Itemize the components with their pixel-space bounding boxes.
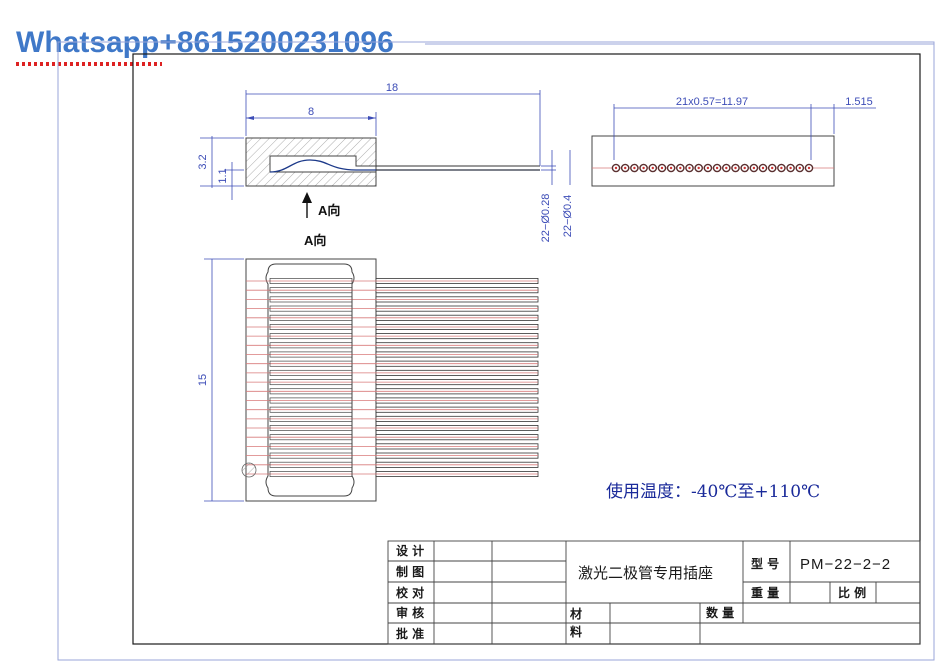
pin-center [725, 166, 728, 170]
wire-slot [269, 406, 353, 413]
temperature-note: 使用温度：-40℃至+110℃ [606, 481, 820, 502]
pin-center [743, 166, 746, 170]
tb-row-draft: 制 图 [396, 564, 424, 579]
pin-center [734, 166, 737, 170]
tb-row-review: 审 核 [396, 605, 424, 620]
wire-slot [269, 333, 353, 340]
pin-center [798, 166, 801, 170]
pin-center [633, 166, 636, 170]
pin-center [780, 166, 783, 170]
dim-total-length: 18 [386, 82, 398, 94]
pin-marker [241, 462, 257, 478]
pin-center [807, 166, 811, 170]
pin-center [660, 166, 664, 170]
pin-center [706, 166, 710, 170]
wire-slot [269, 471, 353, 477]
dim-width: 15 [197, 374, 209, 386]
title-block [387, 540, 921, 645]
wire-slot [269, 351, 353, 358]
dim-pitch: 21x0.57=11.97 [676, 96, 748, 108]
tb-row-design: 设 计 [396, 543, 424, 558]
pin-row [611, 163, 814, 173]
product-name: 激光二极管专用插座 [578, 564, 713, 582]
pin-center [761, 166, 765, 170]
wire-bundle [246, 277, 539, 477]
wire-slot [269, 461, 353, 468]
material-label-2: 料 [570, 624, 582, 639]
weight-label: 重 量 [751, 585, 779, 600]
pin-center [669, 166, 673, 170]
wire-slot [269, 287, 353, 294]
pin-center [614, 166, 618, 170]
wire-slot [269, 388, 353, 395]
pin-center [624, 166, 627, 170]
pin-center [771, 166, 774, 170]
dim-body-length: 8 [308, 106, 314, 118]
front-body [591, 135, 835, 187]
model-value: PM−22−2−2 [800, 556, 891, 573]
top-view: 15 [197, 258, 539, 502]
wire-slot [269, 360, 353, 367]
pin-center [642, 166, 645, 170]
wire-slot [269, 342, 353, 349]
quantity-label: 数 量 [706, 605, 734, 620]
view-arrow-icon [302, 192, 312, 203]
pin-center [679, 166, 682, 170]
wire-slot [269, 324, 353, 330]
pin-center [688, 166, 691, 170]
wire-slot [269, 369, 353, 376]
wire-slot [269, 415, 353, 422]
wire-slot [269, 443, 353, 450]
wire-slot [269, 296, 353, 303]
material-label-1: 材 [569, 606, 582, 621]
wire-slot [269, 452, 353, 459]
outer-border [57, 41, 935, 661]
wire-slot [269, 278, 353, 284]
dim-wire-outer: 22−Ø0.4 [562, 195, 574, 238]
dim-margin: 1.515 [845, 96, 873, 108]
front-view: 21x0.57=11.97 1.515 [591, 96, 876, 187]
tb-row-approve: 批 准 [396, 626, 424, 641]
wire-slot [269, 434, 353, 441]
pin-center [697, 166, 700, 170]
spellcheck-underline [16, 62, 162, 66]
wire-slot [269, 379, 353, 386]
wire-slot [269, 425, 353, 431]
tb-row-check: 校 对 [396, 585, 424, 600]
wire-slot [269, 397, 353, 404]
arrow-label: A向 [318, 203, 340, 218]
top-view-title: A向 [304, 233, 326, 248]
wire-slot [269, 314, 353, 321]
wire-slot [269, 305, 353, 312]
pin-center [715, 166, 719, 170]
scale-label: 比 例 [838, 585, 866, 600]
dim-height: 3.2 [197, 154, 209, 169]
pin-center [752, 166, 756, 170]
side-view: 18 8 3.2 1.1 22−Ø0.28 22−Ø0.4 [197, 82, 574, 242]
dim-wire-inner: 22−Ø0.28 [540, 194, 552, 243]
pin-center [651, 166, 654, 170]
pin-center [789, 166, 792, 170]
dim-offset: 1.1 [217, 168, 229, 183]
model-label: 型 号 [751, 556, 779, 571]
top-cavity [265, 263, 355, 497]
side-wire-bend [269, 159, 540, 173]
